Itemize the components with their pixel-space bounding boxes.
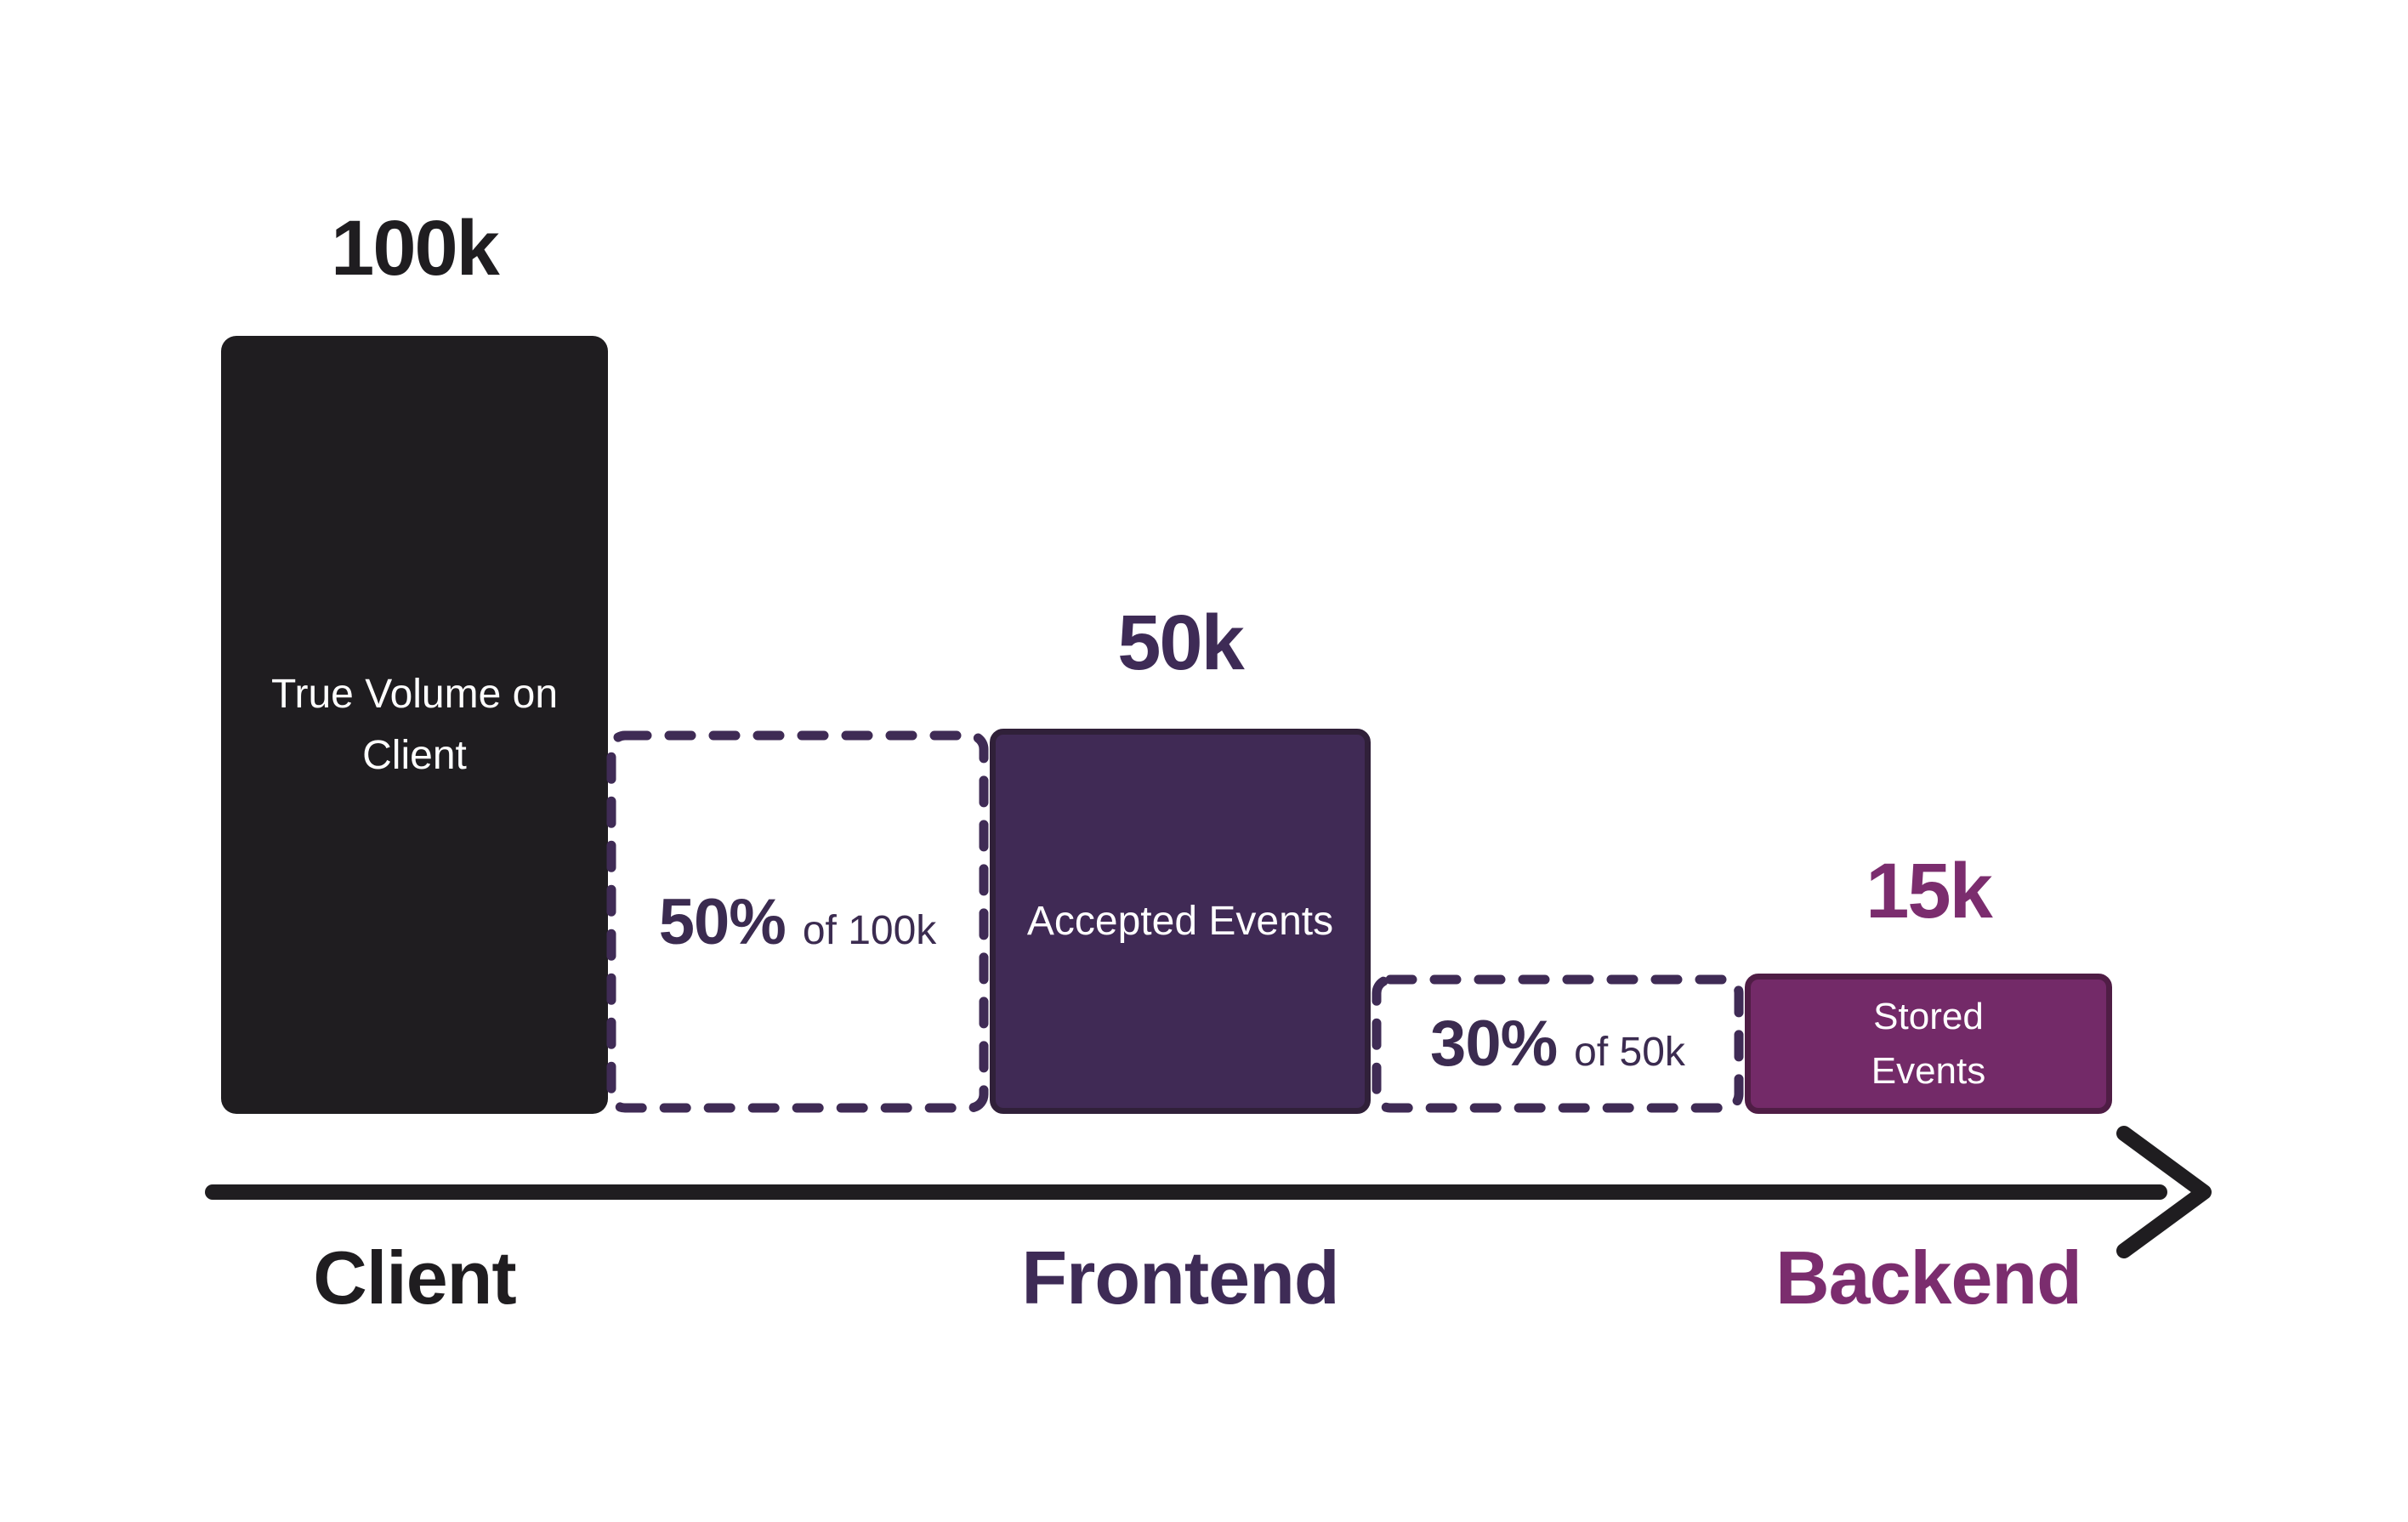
bar-label-line: True Volume on — [270, 671, 559, 717]
axis-label-frontend: Frontend — [1021, 1235, 1339, 1320]
value-label-accepted: 50k — [1117, 599, 1245, 686]
drop-box-frontend-acceptance: 50% of 100k — [605, 730, 990, 1114]
value-label-client-total: 100k — [331, 205, 500, 292]
dashed-rect — [1372, 974, 1744, 1113]
arrowhead-icon — [2116, 1126, 2212, 1258]
dashed-border — [606, 730, 989, 1113]
bar-label-line: Stored — [1873, 995, 1984, 1037]
bar-true-volume-on-client: True Volume on Client — [221, 336, 608, 1114]
drop-percent: 30% — [1430, 1008, 1558, 1080]
bar-label-line: Client — [362, 732, 467, 778]
axis-label-backend: Backend — [1775, 1235, 2082, 1320]
drop-of-base: of 100k — [802, 907, 937, 953]
drop-box-backend-storage: 30% of 50k — [1371, 974, 1745, 1114]
dashed-border — [1372, 974, 1744, 1113]
drop-of-base: of 50k — [1574, 1030, 1685, 1075]
dashed-rect — [606, 730, 989, 1113]
drop-percent: 50% — [658, 885, 787, 958]
drop-annotation: 50% of 100k — [659, 885, 937, 959]
axis-label-client: Client — [313, 1235, 516, 1320]
bar-accepted-events: Accepted Events — [990, 729, 1371, 1114]
drop-annotation: 30% of 50k — [1430, 1007, 1685, 1081]
value-label-stored: 15k — [1866, 848, 1993, 934]
bar-label-line: Events — [1871, 1049, 1986, 1092]
bar-label-line: Accepted Events — [1026, 898, 1334, 944]
bar-stored-events: Stored Events — [1745, 974, 2112, 1114]
